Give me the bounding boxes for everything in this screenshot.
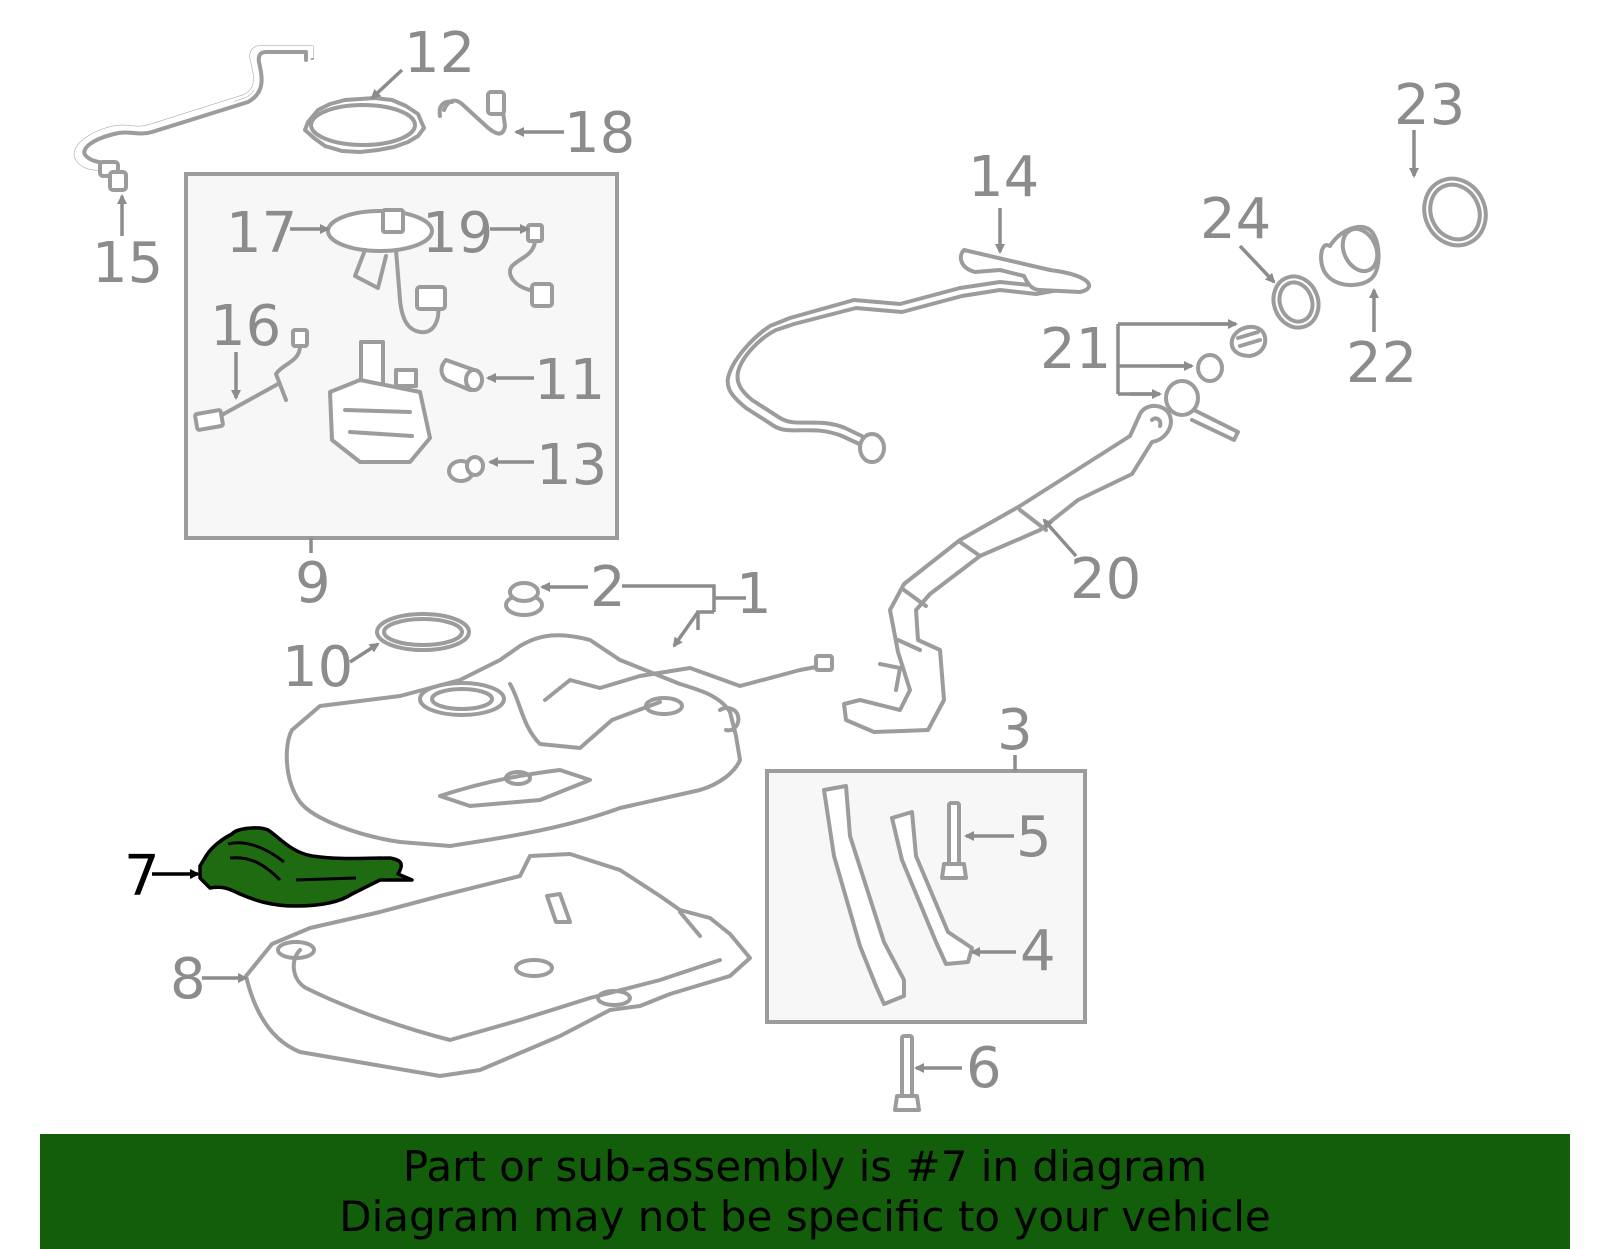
callout-21: 21 xyxy=(1040,317,1111,382)
callout-10: 10 xyxy=(282,635,353,700)
callout-5: 5 xyxy=(1016,805,1052,870)
callout-9: 9 xyxy=(295,551,331,616)
part-17-fuel-pump xyxy=(326,208,447,335)
callout-12: 12 xyxy=(404,21,475,86)
callout-8: 8 xyxy=(170,947,206,1012)
part-14-vent-hose xyxy=(725,248,1092,464)
callout-23: 23 xyxy=(1394,73,1465,138)
part-10-seal-ring xyxy=(375,612,471,652)
part-18-harness xyxy=(437,90,507,136)
callout-3: 3 xyxy=(997,698,1033,763)
part-6-bolt xyxy=(893,1034,921,1112)
callout-18: 18 xyxy=(564,101,635,166)
callout-6: 6 xyxy=(966,1036,1002,1101)
part-15-vapor-line xyxy=(74,45,314,192)
info-banner: Part or sub-assembly is #7 in diagram Di… xyxy=(40,1134,1570,1249)
part-2-grommet xyxy=(504,581,544,617)
callout-14: 14 xyxy=(968,145,1039,210)
part-8-protector xyxy=(244,852,752,1078)
callout-16: 16 xyxy=(210,294,281,359)
part-4-strap xyxy=(822,784,974,1006)
callout-22: 22 xyxy=(1346,331,1417,396)
callout-17: 17 xyxy=(226,201,297,266)
callout-19: 19 xyxy=(422,201,493,266)
part-21-seals xyxy=(1164,324,1268,442)
part-23-ring xyxy=(1422,176,1488,248)
callout-11: 11 xyxy=(534,348,605,413)
part-11-filter xyxy=(439,358,484,392)
part-24-gasket xyxy=(1271,274,1321,330)
part-12-lock-ring xyxy=(303,96,426,154)
callout-15: 15 xyxy=(92,231,163,296)
callout-2: 2 xyxy=(590,555,626,620)
part-13-strainer xyxy=(447,455,485,483)
banner-line-1: Part or sub-assembly is #7 in diagram xyxy=(402,1142,1208,1191)
part-20-filler-pipe xyxy=(842,404,1173,734)
part-22-housing xyxy=(1319,224,1381,287)
banner-line-2: Diagram may not be specific to your vehi… xyxy=(339,1192,1271,1241)
callout-1: 1 xyxy=(736,562,772,627)
part-5-bolt xyxy=(940,801,968,880)
part-19-harness xyxy=(508,223,554,308)
part-16-sensor-harness xyxy=(193,328,309,432)
callout-13: 13 xyxy=(536,433,607,498)
callout-7: 7 xyxy=(124,844,160,909)
callout-4: 4 xyxy=(1020,919,1056,984)
pump-bracket xyxy=(328,340,432,464)
part-7-heat-insulator xyxy=(198,826,414,908)
part-1-fuel-tank xyxy=(284,633,834,848)
callout-24: 24 xyxy=(1200,187,1271,252)
callout-20: 20 xyxy=(1070,547,1141,612)
